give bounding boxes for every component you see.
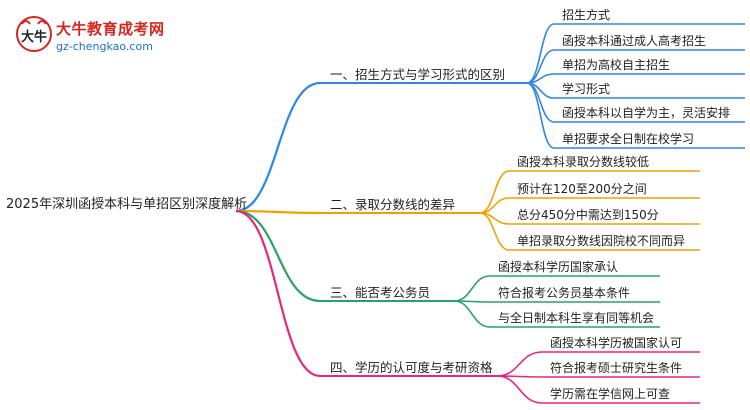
logo-url: gz-chengkao.com (56, 40, 153, 53)
branch-connector-2 (235, 209, 321, 215)
site-logo: 大牛 大牛教育成考网 gz-chengkao.com (14, 14, 164, 56)
leaf-connector-3-3 (453, 300, 491, 328)
mindmap-edges (235, 23, 745, 404)
leaf-connector-4-3 (496, 375, 543, 404)
leaf-node: 学习形式 (562, 81, 610, 96)
leaf-node: 单招要求全日制在校学习 (562, 131, 694, 146)
leaf-node: 单招为高校自主招生 (562, 57, 670, 72)
leaf-node: 函授本科以自学为主，灵活安排 (562, 105, 730, 120)
leaf-node: 函授本科通过成人高考招生 (562, 33, 706, 48)
leaf-node: 函授本科录取分数线较低 (517, 154, 649, 169)
branch-label-3: 三、能否考公务员 (330, 285, 430, 300)
leaf-node: 函授本科学历国家承认 (498, 259, 618, 274)
leaf-connector-2-4 (479, 212, 510, 251)
leaf-node: 总分450分中需达到150分 (517, 207, 659, 222)
branch-label-1: 一、招生方式与学习形式的区别 (330, 67, 505, 82)
bull-logo-icon: 大牛 (16, 16, 52, 52)
leaf-node: 与全日制本科生享有同等机会 (498, 310, 654, 325)
leaf-node: 招生方式 (562, 7, 610, 22)
leaf-node: 单招录取分数线因院校不同而异 (517, 233, 685, 248)
leaf-node: 符合报考硕士研究生条件 (550, 360, 682, 375)
leaf-node: 符合报考公务员基本条件 (498, 285, 630, 300)
leaf-connector-1-6 (526, 82, 555, 149)
leaf-connector-3-1 (453, 275, 491, 302)
leaf-node: 预计在120至200分之间 (517, 182, 647, 196)
leaf-node: 函授本科学历被国家认可 (550, 335, 682, 350)
logo-title: 大牛教育成考网 (56, 20, 165, 38)
branch-connector-4 (235, 209, 321, 378)
branch-connector-1 (235, 81, 321, 213)
leaf-connector-2-1 (479, 170, 510, 214)
branch-label-4: 四、学历的认可度与考研资格 (330, 360, 493, 375)
root-topic: 2025年深圳函授本科与单招区别深度解析 (6, 196, 247, 212)
leaf-connector-4-1 (496, 351, 543, 377)
logo-mark-text: 大牛 (21, 29, 47, 45)
branch-label-2: 二、录取分数线的差异 (330, 197, 455, 212)
mindmap-nodes: 2025年深圳函授本科与单招区别深度解析 一、招生方式与学习形式的区别 招生方式函授… (6, 7, 730, 401)
branch-connector-3 (235, 209, 321, 303)
leaf-node: 学历需在学信网上可查 (550, 386, 670, 401)
